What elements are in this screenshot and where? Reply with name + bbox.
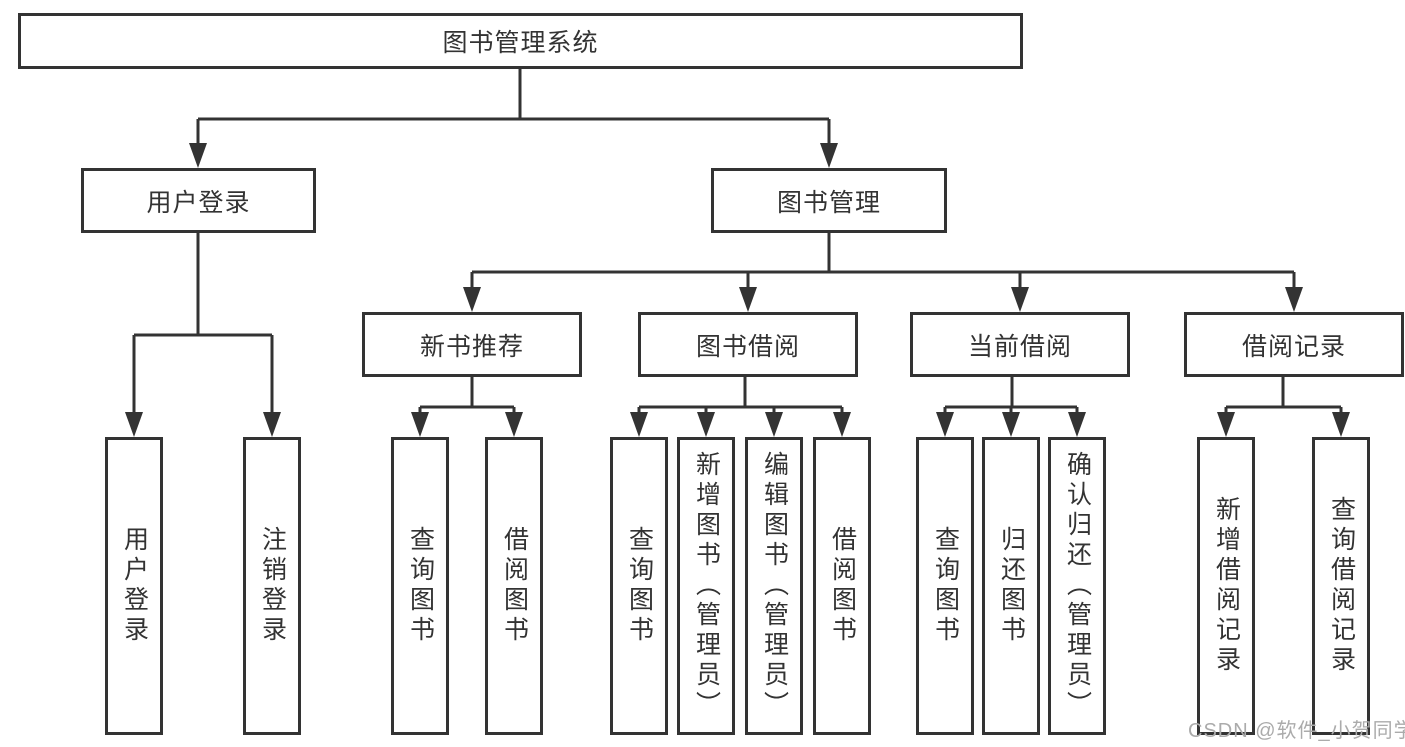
leaf-return-books-label: 归还图书 (997, 526, 1026, 646)
leaf-confirm-return-admin: 确认归还（管理员） (1048, 437, 1106, 735)
leaf-logout-label: 注销登录 (258, 526, 287, 646)
leaf-borrow-books-label: 借阅图书 (828, 526, 857, 646)
leaf-borrow-books-recommend-label: 借阅图书 (500, 526, 529, 646)
leaf-add-borrow-record-label: 新增借阅记录 (1212, 496, 1241, 676)
leaf-query-books-recommend-label: 查询图书 (406, 526, 435, 646)
leaf-query-borrow-record: 查询借阅记录 (1312, 437, 1370, 735)
leaf-add-books-admin: 新增图书（管理员） (677, 437, 735, 735)
leaf-add-books-admin-label: 新增图书（管理员） (692, 451, 721, 721)
leaf-borrow-books: 借阅图书 (813, 437, 871, 735)
leaf-edit-books-admin: 编辑图书（管理员） (745, 437, 803, 735)
leaf-logout: 注销登录 (243, 437, 301, 735)
leaf-borrow-books-recommend: 借阅图书 (485, 437, 543, 735)
leaf-confirm-return-admin-label: 确认归还（管理员） (1063, 451, 1092, 721)
leaf-user-login: 用户登录 (105, 437, 163, 735)
leaf-edit-books-admin-label: 编辑图书（管理员） (760, 451, 789, 721)
leaf-return-books: 归还图书 (982, 437, 1040, 735)
leaf-query-books-current-label: 查询图书 (931, 526, 960, 646)
node-current-borrow: 当前借阅 (910, 312, 1130, 377)
leaf-user-login-label: 用户登录 (120, 526, 149, 646)
leaf-add-borrow-record: 新增借阅记录 (1197, 437, 1255, 735)
node-new-book-recommend: 新书推荐 (362, 312, 582, 377)
csdn-watermark: CSDN @软件_小贺同学 (1188, 720, 1405, 742)
node-book-management: 图书管理 (711, 168, 947, 233)
node-borrow-records: 借阅记录 (1184, 312, 1404, 377)
node-user-login: 用户登录 (81, 168, 316, 233)
node-book-borrow: 图书借阅 (638, 312, 858, 377)
leaf-query-books-recommend: 查询图书 (391, 437, 449, 735)
leaf-query-borrow-record-label: 查询借阅记录 (1327, 496, 1356, 676)
leaf-query-books-borrow: 查询图书 (610, 437, 668, 735)
node-library-management-system: 图书管理系统 (18, 13, 1023, 69)
leaf-query-books-borrow-label: 查询图书 (625, 526, 654, 646)
leaf-query-books-current: 查询图书 (916, 437, 974, 735)
